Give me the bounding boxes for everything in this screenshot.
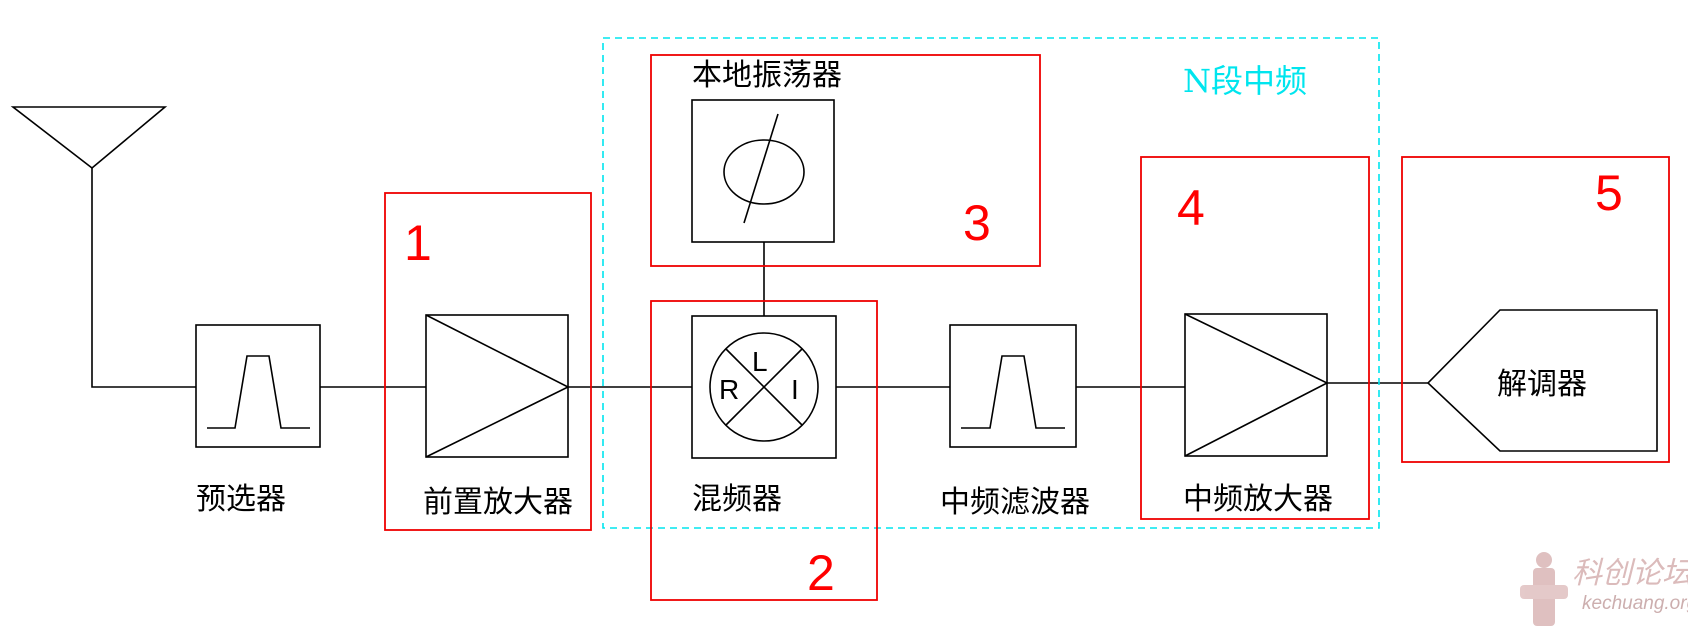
antenna-icon bbox=[10, 106, 168, 170]
n-stage-if-label: N段中频 bbox=[1183, 62, 1307, 100]
highlight-box-4 bbox=[1140, 156, 1370, 520]
highlight-box-5 bbox=[1401, 156, 1670, 463]
preselector-label: 预选器 bbox=[196, 482, 286, 517]
demodulator-block: 解调器 bbox=[1426, 309, 1658, 452]
antenna-feed-line bbox=[91, 168, 196, 388]
if-filter-label: 中频滤波器 bbox=[940, 485, 1090, 520]
if-amp-block: 中频放大器 bbox=[1183, 313, 1333, 517]
if-amp-box bbox=[1184, 313, 1328, 457]
watermark-text-cn: 科创论坛 bbox=[1572, 556, 1688, 591]
mixer-block: L R I 混频器 bbox=[691, 315, 837, 517]
n-stage-if-region bbox=[602, 37, 1380, 529]
mixer-port-l: L bbox=[752, 346, 768, 377]
preselector-box bbox=[195, 324, 321, 448]
marker-1: 1 bbox=[404, 215, 432, 271]
demodulator-label: 解调器 bbox=[1497, 367, 1587, 402]
if-filter-block: 中频滤波器 bbox=[940, 324, 1090, 520]
mixer-port-r: R bbox=[719, 374, 739, 405]
watermark-logo-icon bbox=[1520, 552, 1568, 626]
demodulator-shape bbox=[1426, 309, 1658, 452]
watermark-url: kechuang.org bbox=[1582, 593, 1688, 614]
marker-4: 4 bbox=[1177, 180, 1205, 236]
highlight-box-1 bbox=[384, 192, 592, 531]
mixer-label: 混频器 bbox=[692, 482, 782, 517]
signal-wiring bbox=[91, 168, 1428, 388]
mixer-circle-icon bbox=[709, 332, 819, 442]
bandpass-filter-icon bbox=[207, 355, 310, 429]
preamp-box bbox=[425, 314, 569, 458]
preamp-block: 前置放大器 bbox=[423, 314, 573, 520]
local-oscillator-box bbox=[691, 99, 835, 243]
marker-2: 2 bbox=[807, 545, 835, 601]
preselector-block: 预选器 bbox=[195, 324, 321, 517]
if-filter-box bbox=[949, 324, 1077, 448]
amplifier-triangle-icon bbox=[1184, 313, 1329, 457]
amplifier-triangle-icon bbox=[425, 314, 570, 458]
bandpass-filter-icon bbox=[961, 355, 1065, 429]
local-oscillator-label: 本地振荡器 bbox=[692, 58, 842, 93]
marker-3: 3 bbox=[963, 195, 991, 251]
highlight-box-2 bbox=[650, 300, 878, 601]
mixer-port-i: I bbox=[791, 374, 799, 405]
preamp-label: 前置放大器 bbox=[423, 485, 573, 520]
local-oscillator-block: 本地振荡器 bbox=[691, 58, 842, 243]
oscillator-circle-icon bbox=[723, 139, 805, 205]
highlight-box-3 bbox=[650, 54, 1041, 267]
watermark: 科创论坛 kechuang.org bbox=[1520, 552, 1688, 626]
mixer-cross-line-b bbox=[725, 348, 803, 426]
oscillator-slash-icon bbox=[743, 113, 779, 224]
if-amp-label: 中频放大器 bbox=[1183, 482, 1333, 517]
marker-5: 5 bbox=[1595, 165, 1623, 221]
